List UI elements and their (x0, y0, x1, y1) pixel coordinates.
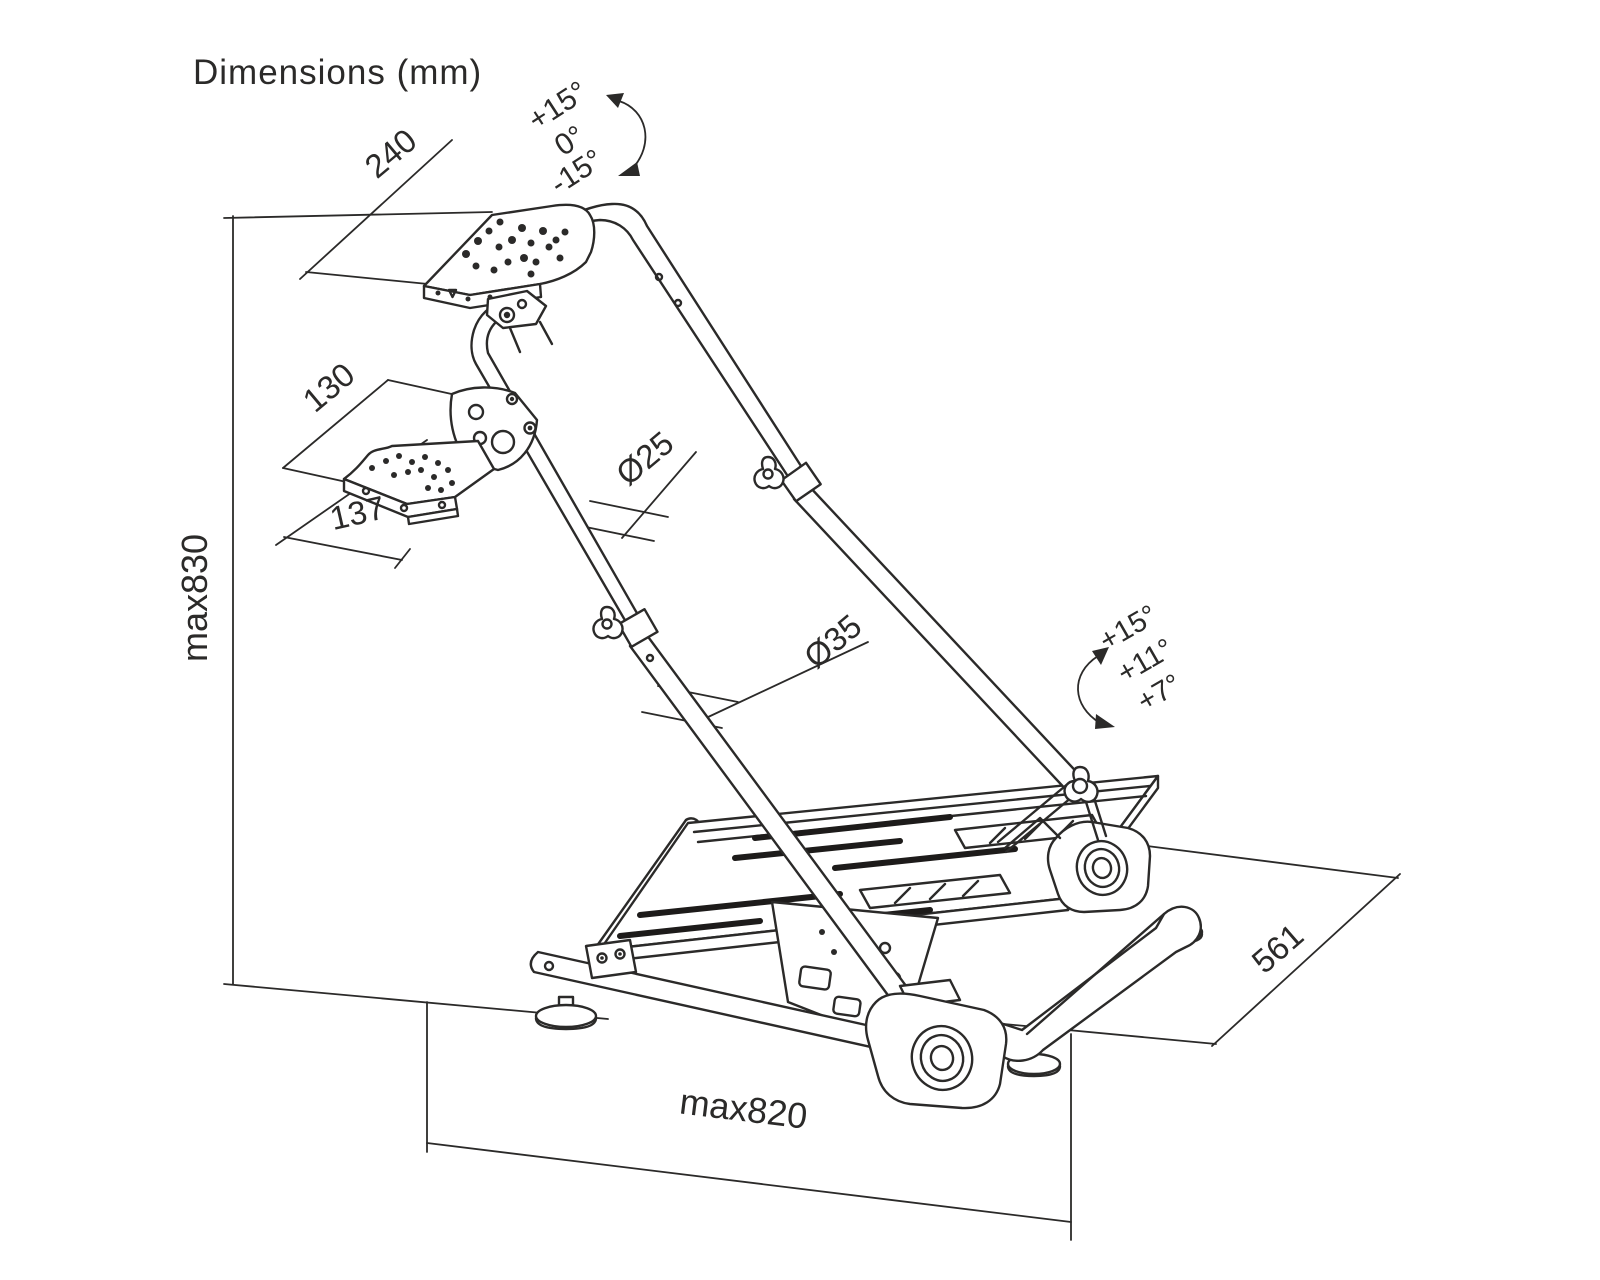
left-pivot-housing (866, 980, 1006, 1108)
main-tube-upper (513, 204, 1085, 795)
pedal-tilt-arrow (1078, 647, 1115, 729)
dim-max820: max820 (677, 1080, 809, 1136)
wheel-plate (424, 205, 594, 352)
wheel-tilt-minus15: -15° (545, 143, 609, 201)
wheel-plate-hinge (487, 291, 552, 352)
dim-561: 561 (1245, 916, 1311, 980)
lower-clamp-knob (593, 607, 622, 638)
dimension-lines (224, 140, 1400, 1240)
wheel-tilt-plus15: +15° (522, 75, 593, 137)
dim-137: 137 (326, 489, 388, 537)
diagram-title: Dimensions (mm) (193, 53, 482, 92)
dim-max830: max830 (174, 534, 215, 662)
base-right-rail (991, 907, 1200, 1061)
dim-tube-35: Ø35 (797, 607, 869, 675)
left-foot (536, 997, 596, 1029)
wheel-tilt-arrow (606, 93, 645, 176)
right-pivot-housing (1048, 822, 1150, 912)
